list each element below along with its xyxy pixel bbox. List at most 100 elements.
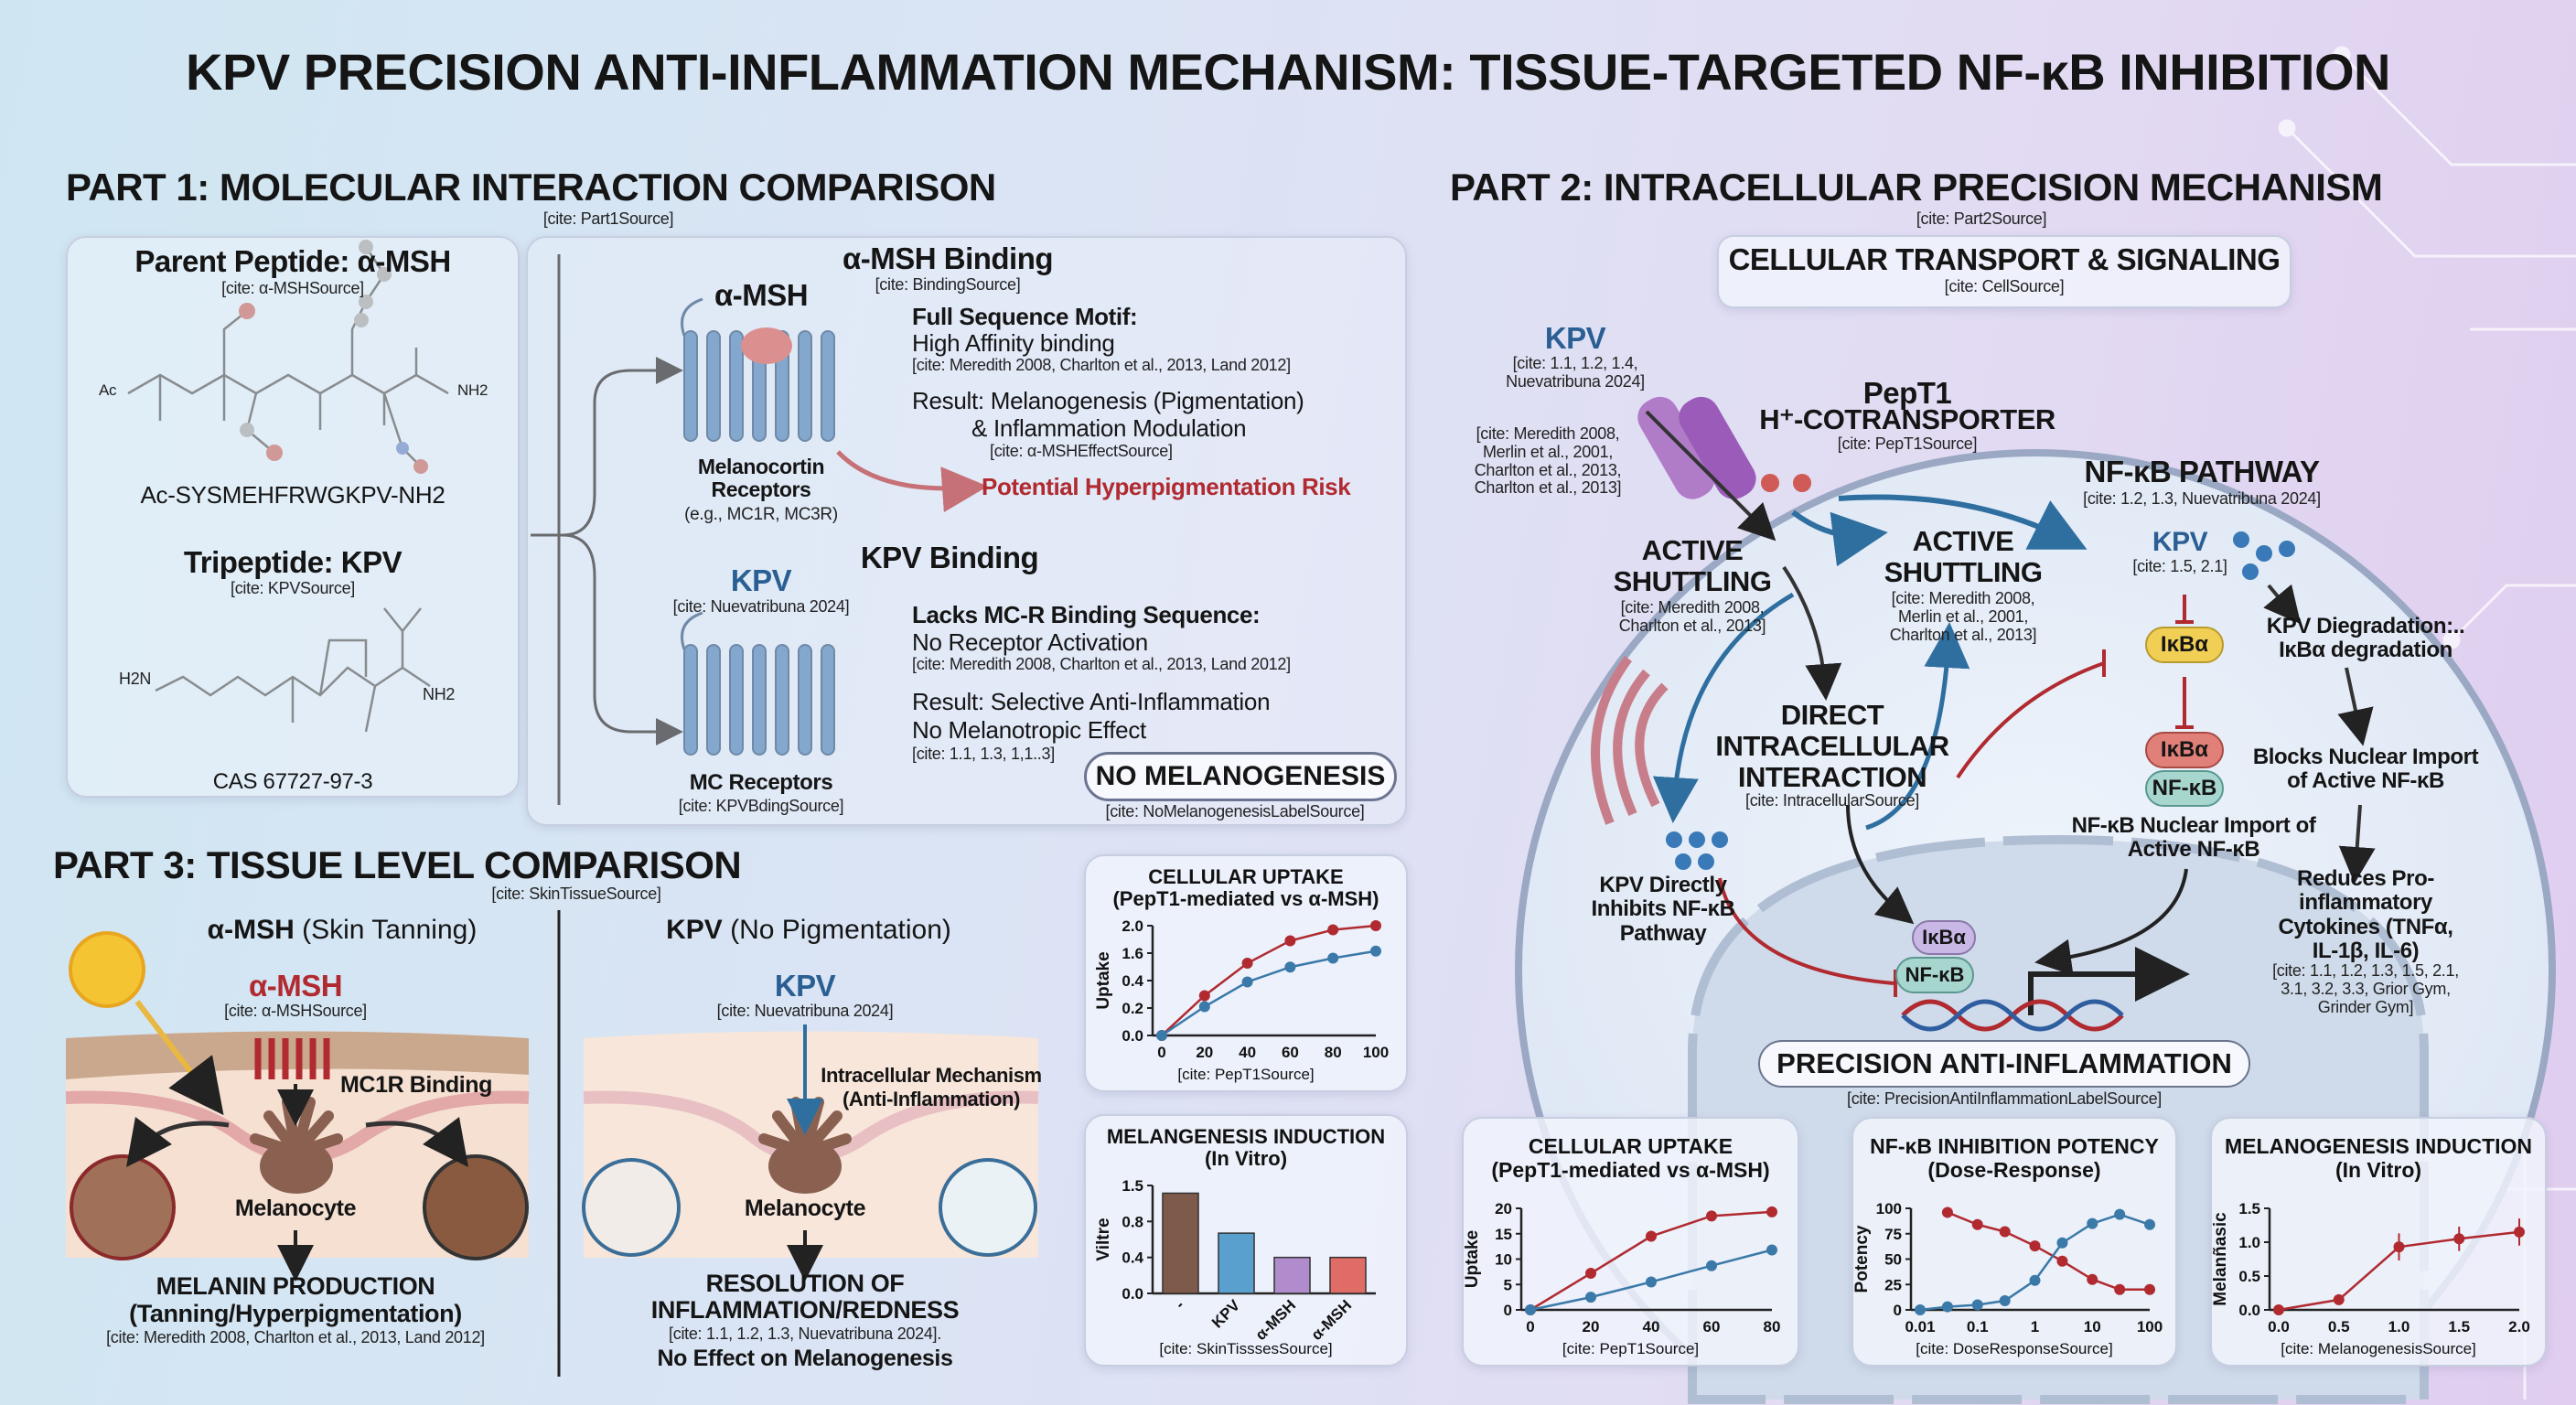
atom-label: NH2 — [457, 381, 488, 399]
part3-cite: [cite: SkinTissueSource] — [491, 885, 661, 903]
y-tick-label: 0.4 — [1122, 972, 1143, 990]
chart-uptake_small: CELLULAR UPTAKE(PepT1-mediated vs α-MSH)… — [1094, 865, 1389, 1083]
amsh-result-cite: [cite: α-MSHEffectSource] — [990, 442, 1173, 460]
melanocyte-label: Melanocyte — [234, 1196, 357, 1221]
chart-caption: [cite: PepT1Source] — [1562, 1340, 1699, 1357]
melanocortin-receptors-label: Melanocortin Receptors — [697, 455, 825, 502]
chart-title: MELANGENESIS INDUCTION — [1107, 1125, 1385, 1148]
risk-arrow — [836, 450, 988, 513]
data-point — [1241, 958, 1253, 969]
x-tick-label: 0.5 — [2328, 1318, 2350, 1335]
chart-melano_bar: MELANGENESIS INDUCTION(In Vitro)0.00.40.… — [1094, 1125, 1385, 1357]
part1-cite: [cite: Part1Source] — [542, 209, 674, 228]
tripeptide-title: Tripeptide: KPV — [183, 545, 402, 579]
kpv-agent: KPV — [774, 969, 836, 1003]
series-line — [1530, 1210, 1773, 1312]
motif-heading: Full Sequence Motif: — [912, 303, 1138, 330]
active-shuttling-1: ACTIVE SHUTTLING — [1613, 534, 1772, 598]
helix — [729, 330, 744, 442]
motif-text: High Affinity binding — [912, 329, 1115, 357]
data-point — [1585, 1268, 1596, 1280]
chart-title: NF-κB INHIBITION POTENCY — [1870, 1134, 2159, 1158]
x-tick-label: 20 — [1583, 1318, 1600, 1335]
direct-interaction-cite: [cite: IntracellularSource] — [1745, 791, 1919, 810]
chart-caption: [cite: PepT1Source] — [1177, 1066, 1314, 1083]
x-tick-label: 0.0 — [2268, 1318, 2290, 1335]
data-point — [1941, 1301, 1953, 1313]
kpv-cas-number: CAS 67727-97-3 — [212, 769, 373, 794]
y-tick-label: 100 — [1876, 1200, 1902, 1217]
kpv-result-2: No Melanotropic Effect — [912, 716, 1146, 744]
data-point — [1284, 935, 1296, 947]
data-point — [1585, 1292, 1596, 1303]
cellular-transport-cite: [cite: CellSource] — [1944, 277, 2065, 295]
data-point — [1706, 1260, 1717, 1271]
intracellular-mechanism: Intracellular Mechanism — [821, 1064, 1042, 1087]
helix — [729, 644, 744, 756]
x-tick-label: 0.1 — [1967, 1318, 1989, 1335]
data-point — [2056, 1255, 2068, 1267]
part3-heading: PART 3: TISSUE LEVEL COMPARISON — [53, 843, 742, 886]
helix — [798, 644, 812, 756]
y-tick-label: 0 — [1504, 1302, 1512, 1319]
x-tick-label: 40 — [1239, 1044, 1256, 1061]
ikba-yellow: IκBα — [2145, 627, 2224, 663]
melanin-cite: [cite: Meredith 2008, Charlton et al., 2… — [106, 1328, 485, 1346]
data-point — [2114, 1208, 2126, 1220]
x-tick-label: 1 — [2031, 1318, 2039, 1335]
data-point — [2087, 1217, 2098, 1229]
mc-receptors-label: MC Receptors — [689, 770, 833, 795]
chart-subtitle: (PepT1-mediated vs α-MSH) — [1112, 887, 1379, 910]
kpv-no-pigmentation-title: KPV (No Pigmentation) — [666, 915, 951, 945]
amsh-sequence: Ac-SYSMEHFRWGKPV-NH2 — [140, 481, 445, 509]
y-tick-label: 0.8 — [1122, 1213, 1143, 1230]
data-point — [2144, 1283, 2155, 1295]
kpv-directly-inhibits: KPV Directly Inhibits NF-κB Pathway — [1591, 873, 1735, 946]
y-tick-label: 0.0 — [1122, 1285, 1143, 1303]
amsh-result-2: & Inflammation Modulation — [971, 414, 1247, 442]
bar — [1162, 1192, 1199, 1294]
no-melanogenesis-cite: [cite: NoMelanogenesisLabelSource] — [1105, 802, 1365, 820]
anti-inflammation: (Anti-Inflammation) — [842, 1088, 1021, 1110]
parent-peptide-cite: [cite: α-MSHSource] — [221, 279, 364, 297]
y-axis-label: Potency — [1852, 1225, 1872, 1292]
helix — [706, 330, 721, 442]
ikba-nuclear: IκBα — [1912, 920, 1976, 955]
data-point — [1198, 1001, 1210, 1013]
data-point — [1766, 1244, 1777, 1256]
golgi-icon — [1591, 656, 1669, 825]
data-point — [2029, 1274, 2041, 1286]
helix — [706, 644, 721, 756]
mc-receptor-icon — [681, 611, 835, 756]
chart-subtitle: (In Vitro) — [2335, 1158, 2421, 1182]
data-point — [2144, 1218, 2155, 1230]
data-point — [2333, 1293, 2345, 1305]
peptide-structures-card — [66, 236, 520, 798]
chart-card-uptake-small — [1084, 854, 1408, 1092]
y-tick-label: 10 — [1495, 1251, 1512, 1269]
y-tick-label: 20 — [1495, 1200, 1512, 1217]
series-line — [1161, 949, 1377, 1037]
cellular-transport-title: CELLULAR TRANSPORT & SIGNALING — [1728, 242, 2281, 276]
motif-cite: [cite: Meredith 2008, Charlton et al., 2… — [912, 356, 1291, 374]
part2-heading: PART 2: INTRACELLULAR PRECISION MECHANIS… — [1450, 166, 2383, 209]
pept1-cite: [cite: PepT1Source] — [1837, 434, 1978, 453]
amsh-binding-cite: [cite: BindingSource] — [875, 275, 1021, 294]
chart-subtitle: (PepT1-mediated vs α-MSH) — [1491, 1158, 1769, 1182]
amsh-ligand-icon — [741, 327, 792, 364]
chart-caption: [cite: SkinTisssesSource] — [1159, 1340, 1332, 1357]
x-tick-label: KPV — [1208, 1296, 1244, 1332]
data-point — [1999, 1295, 2011, 1307]
kpv-result-cite: [cite: 1.1, 1.3, 1,1..3] — [912, 745, 1055, 763]
tanning-hyperpigmentation: (Tanning/Hyperpigmentation) — [129, 1300, 462, 1327]
data-point — [1915, 1304, 1926, 1315]
y-axis-label: Uptake — [1463, 1230, 1482, 1288]
nfkb-pathway-cite: [cite: 1.2, 1.3, Nuevatribuna 2024] — [2083, 489, 2321, 508]
chart-uptake_big: CELLULAR UPTAKE(PepT1-mediated vs α-MSH)… — [1463, 1134, 1780, 1357]
reduces-cytokines: Reduces Pro-inflammatory Cytokines (TNFα… — [2278, 866, 2453, 964]
y-tick-label: 15 — [1495, 1226, 1512, 1243]
data-point — [1646, 1230, 1657, 1242]
y-tick-label: 25 — [1884, 1276, 1902, 1293]
data-point — [1941, 1207, 1953, 1218]
helix — [821, 644, 835, 756]
